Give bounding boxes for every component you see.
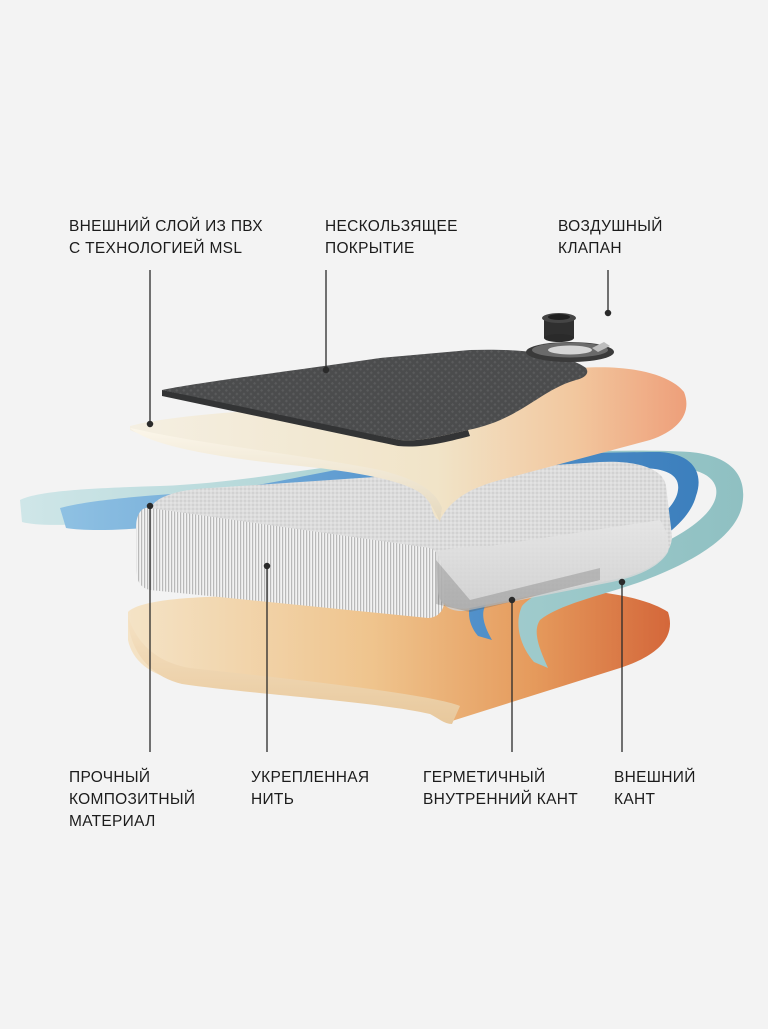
label-line: МАТЕРИАЛ <box>69 813 156 830</box>
label-line: ПОКРЫТИЕ <box>325 240 415 257</box>
drop-stitch-core <box>136 461 672 618</box>
leader-dot-non-slip <box>322 366 330 374</box>
label-line: УКРЕПЛЕННАЯ <box>251 769 370 786</box>
leader-dot-composite <box>146 502 154 510</box>
label-air-valve: ВОЗДУШНЫЙ КЛАПАН <box>558 216 663 260</box>
leader-lines <box>146 270 626 752</box>
leader-dot-air-valve <box>604 309 612 317</box>
label-line: ГЕРМЕТИЧНЫЙ <box>423 769 546 786</box>
label-line: НИТЬ <box>251 791 295 808</box>
label-line: НЕСКОЛЬЗЯЩЕЕ <box>325 218 458 235</box>
label-line: КЛАПАН <box>558 240 622 257</box>
leader-dot-outer-rail <box>618 578 626 586</box>
label-composite-material: ПРОЧНЫЙ КОМПОЗИТНЫЙ МАТЕРИАЛ <box>69 767 195 833</box>
label-line: ВНЕШНИЙ <box>614 769 696 786</box>
label-reinforced-thread: УКРЕПЛЕННАЯ НИТЬ <box>251 767 369 811</box>
label-non-slip-coating: НЕСКОЛЬЗЯЩЕЕ ПОКРЫТИЕ <box>325 216 458 260</box>
label-line: С ТЕХНОЛОГИЕЙ MSL <box>69 240 243 257</box>
leader-dot-inner-rail <box>508 596 516 604</box>
label-line: ВНЕШНИЙ СЛОЙ ИЗ ПВХ <box>69 218 263 235</box>
label-line: КАНТ <box>614 791 656 808</box>
label-inner-rail: ГЕРМЕТИЧНЫЙ ВНУТРЕННИЙ КАНТ <box>423 767 578 811</box>
label-outer-pvc-layer: ВНЕШНИЙ СЛОЙ ИЗ ПВХ С ТЕХНОЛОГИЕЙ MSL <box>69 216 263 260</box>
leader-dot-thread <box>263 562 271 570</box>
non-slip-deck-pad <box>162 349 588 447</box>
label-line: КОМПОЗИТНЫЙ <box>69 791 196 808</box>
leader-dot-outer-pvc <box>146 420 154 428</box>
label-line: ВНУТРЕННИЙ КАНТ <box>423 791 579 808</box>
label-outer-rail: ВНЕШНИЙ КАНТ <box>614 767 696 811</box>
label-line: ПРОЧНЫЙ <box>69 769 151 786</box>
air-valve <box>526 313 614 362</box>
label-line: ВОЗДУШНЫЙ <box>558 218 663 235</box>
